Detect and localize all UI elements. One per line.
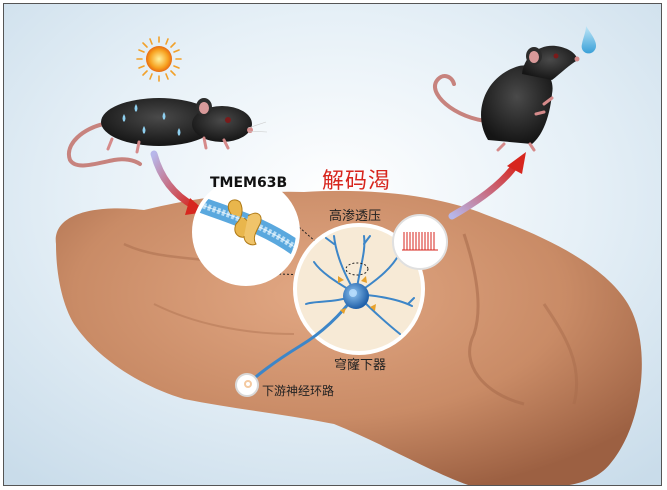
figure-frame: 解码渴 TMEM63B 高渗透压 穹窿下器 下游神经环路 <box>3 3 662 486</box>
neuron-soma <box>343 283 369 309</box>
sfo-label: 穹窿下器 <box>334 354 386 373</box>
illustration <box>4 4 662 486</box>
downstream-node <box>236 374 258 396</box>
tmem63b-label: TMEM63B <box>210 175 287 191</box>
title-label: 解码渴 <box>322 163 391 195</box>
osmolality-label: 高渗透压 <box>329 205 381 224</box>
downstream-circuit-label: 下游神经环路 <box>262 382 334 399</box>
spike-trace-circle <box>393 215 447 269</box>
